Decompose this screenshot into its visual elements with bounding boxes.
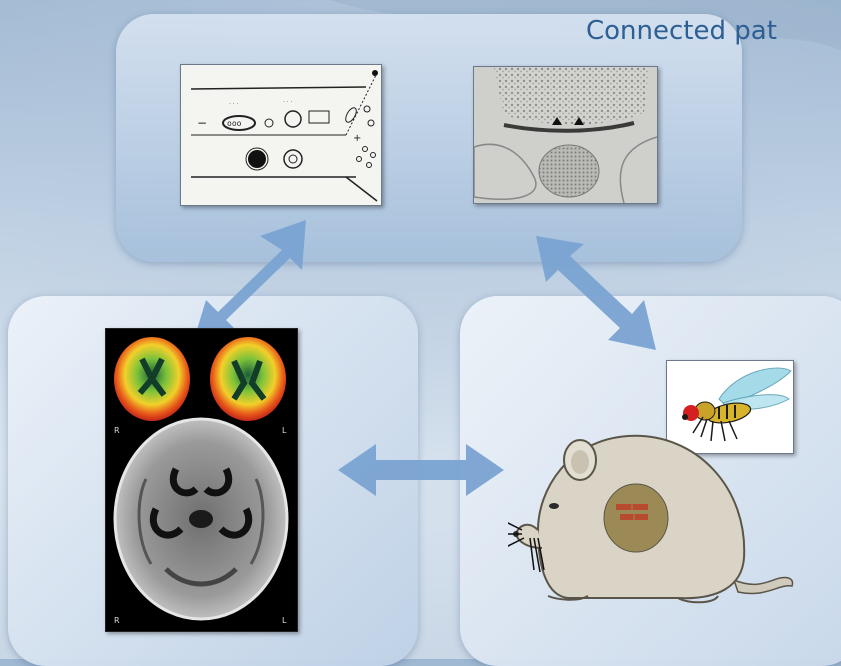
svg-text:· · ·: · · · xyxy=(283,99,292,105)
lab-mouse-icon xyxy=(508,434,794,604)
double-arrow-icon xyxy=(192,220,656,496)
mri-right-marker: L xyxy=(282,616,287,625)
synapse-micrograph-image xyxy=(473,66,658,204)
mri-left-marker: R xyxy=(114,616,120,625)
lab-mouse-image xyxy=(508,430,798,610)
fruit-fly-image xyxy=(666,360,794,454)
pet-right-marker: L xyxy=(282,426,287,435)
slide-title: Connected pat xyxy=(586,16,777,46)
electrode-diagram-icon: − ooo + · · · · · · xyxy=(190,70,378,202)
electron-micrograph-icon xyxy=(474,67,657,203)
brain-scan-icon: R L R L xyxy=(106,329,297,631)
svg-text:ooo: ooo xyxy=(227,119,242,128)
fruit-fly-icon xyxy=(667,361,793,453)
svg-text:−: − xyxy=(197,116,207,130)
brain-scan-image: R L R L xyxy=(105,328,298,632)
svg-text:+: + xyxy=(353,133,361,144)
svg-text:· · ·: · · · xyxy=(229,101,238,107)
electrode-diagram-image: − ooo + · · · · · · xyxy=(180,64,382,206)
pet-left-marker: R xyxy=(114,426,120,435)
